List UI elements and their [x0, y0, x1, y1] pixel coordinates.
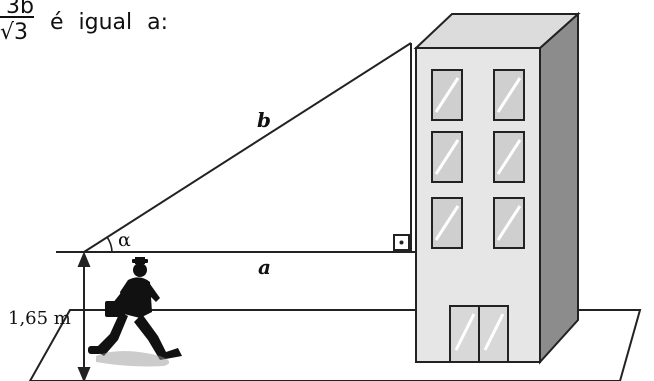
- fraction-bar: [0, 16, 34, 18]
- label-alpha: α: [118, 229, 131, 251]
- label-height: 1,65 m: [8, 308, 71, 329]
- angle-arc: [106, 236, 113, 253]
- person-silhouette: [88, 257, 182, 360]
- label-b: b: [257, 108, 271, 132]
- right-angle-dot: [399, 240, 404, 245]
- label-a: a: [258, 255, 271, 279]
- building-door: [449, 305, 509, 363]
- question-text: é igual a:: [50, 10, 169, 35]
- height-arrow: [77, 251, 91, 381]
- person-shadow: [96, 351, 170, 367]
- fraction-denominator: √3: [0, 20, 29, 45]
- hypotenuse-line-b: [83, 42, 412, 253]
- window-reflections: [434, 77, 522, 241]
- fraction-numerator: 3b: [6, 0, 34, 19]
- building-side-face: [539, 11, 579, 365]
- building-windows: [431, 69, 525, 249]
